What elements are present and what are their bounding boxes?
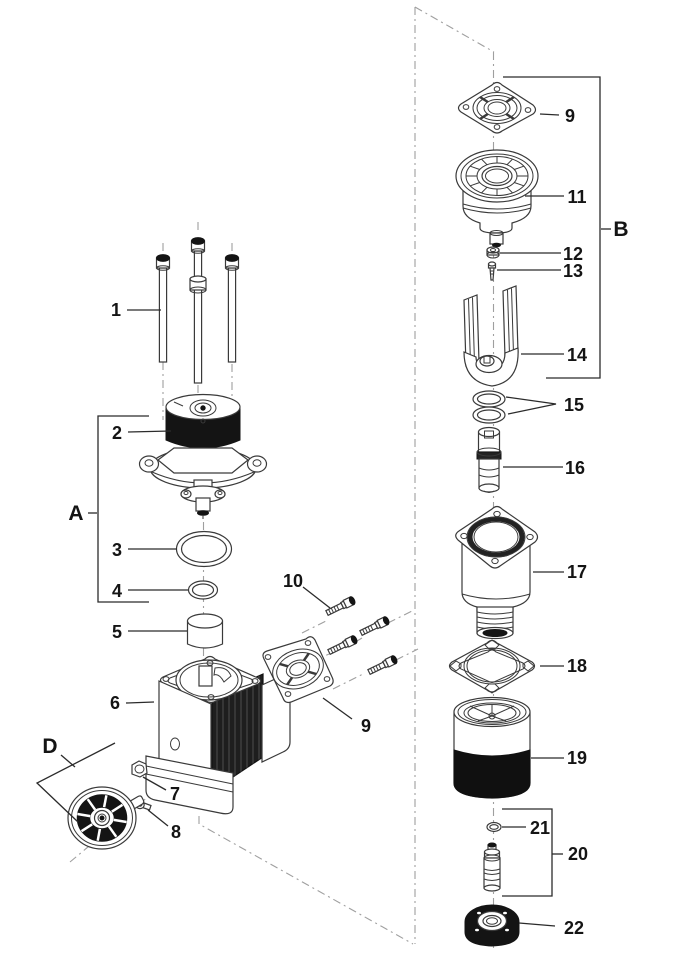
part-7-hex-nut bbox=[131, 760, 148, 778]
bracket-20 bbox=[502, 808, 553, 897]
part-14-yoke-fork bbox=[463, 285, 519, 387]
callout-2: 2 bbox=[112, 423, 122, 443]
callout-18: 18 bbox=[567, 656, 587, 676]
callout-15: 15 bbox=[564, 395, 584, 415]
callout-5: 5 bbox=[112, 622, 122, 642]
callout-10: 10 bbox=[283, 571, 303, 591]
group-brackets bbox=[35, 76, 611, 897]
leader-lines bbox=[125, 113, 564, 927]
callout-6: 6 bbox=[110, 693, 120, 713]
callout-13: 13 bbox=[563, 261, 583, 281]
callout-1: 1 bbox=[111, 300, 121, 320]
callout-3: 3 bbox=[112, 540, 122, 560]
callout-labels: 1 2 3 4 5 6 7 8 9 10 9 11 12 13 14 15 16… bbox=[42, 106, 628, 938]
callout-4: 4 bbox=[112, 581, 122, 601]
part-6-motor-body bbox=[145, 655, 291, 815]
part-10-cap-screws bbox=[324, 595, 399, 677]
callout-8: 8 bbox=[171, 822, 181, 842]
bracket-a bbox=[97, 415, 149, 603]
group-label-a: A bbox=[68, 502, 83, 525]
callout-19: 19 bbox=[567, 748, 587, 768]
callout-20: 20 bbox=[568, 844, 588, 864]
callout-9-right: 9 bbox=[565, 106, 575, 126]
part-9-mounting-plate-left bbox=[262, 636, 334, 704]
part-4-small-o-ring bbox=[187, 580, 219, 600]
callout-11: 11 bbox=[567, 187, 586, 207]
part-2-motor-head bbox=[138, 393, 268, 519]
part-22-ball-bearing bbox=[464, 904, 520, 947]
callout-9-left: 9 bbox=[361, 716, 371, 736]
callout-16: 16 bbox=[565, 458, 585, 478]
part-15-o-ring-pair bbox=[472, 390, 506, 424]
part-1-stud-bolts bbox=[155, 237, 240, 384]
bracket-b bbox=[503, 76, 601, 379]
callout-12: 12 bbox=[563, 244, 583, 264]
callout-21: 21 bbox=[530, 818, 550, 838]
part-9-mounting-plate-right bbox=[457, 81, 537, 134]
bracket-d bbox=[35, 742, 116, 823]
callout-17: 17 bbox=[567, 562, 587, 582]
part-3-large-o-ring bbox=[175, 530, 233, 568]
part-12-small-nut bbox=[486, 246, 500, 259]
part-11-bearing-cup bbox=[455, 149, 539, 248]
group-label-d: D bbox=[42, 735, 57, 758]
callout-22: 22 bbox=[564, 918, 584, 938]
part-18-gasket-frame bbox=[448, 639, 536, 694]
part-21-tiny-o-ring bbox=[486, 821, 502, 833]
part-5-bushing bbox=[186, 613, 224, 649]
part-20-valve-assembly bbox=[483, 842, 501, 892]
group-label-b: B bbox=[613, 218, 628, 241]
part-16-piston-spool bbox=[476, 426, 502, 493]
callout-14: 14 bbox=[567, 345, 587, 365]
part-d-fan bbox=[67, 786, 145, 850]
part-19-cylinder-cap bbox=[453, 696, 531, 799]
callout-7: 7 bbox=[170, 784, 180, 804]
part-17-pump-housing bbox=[455, 505, 539, 640]
part-13-pin-screw bbox=[487, 261, 497, 281]
